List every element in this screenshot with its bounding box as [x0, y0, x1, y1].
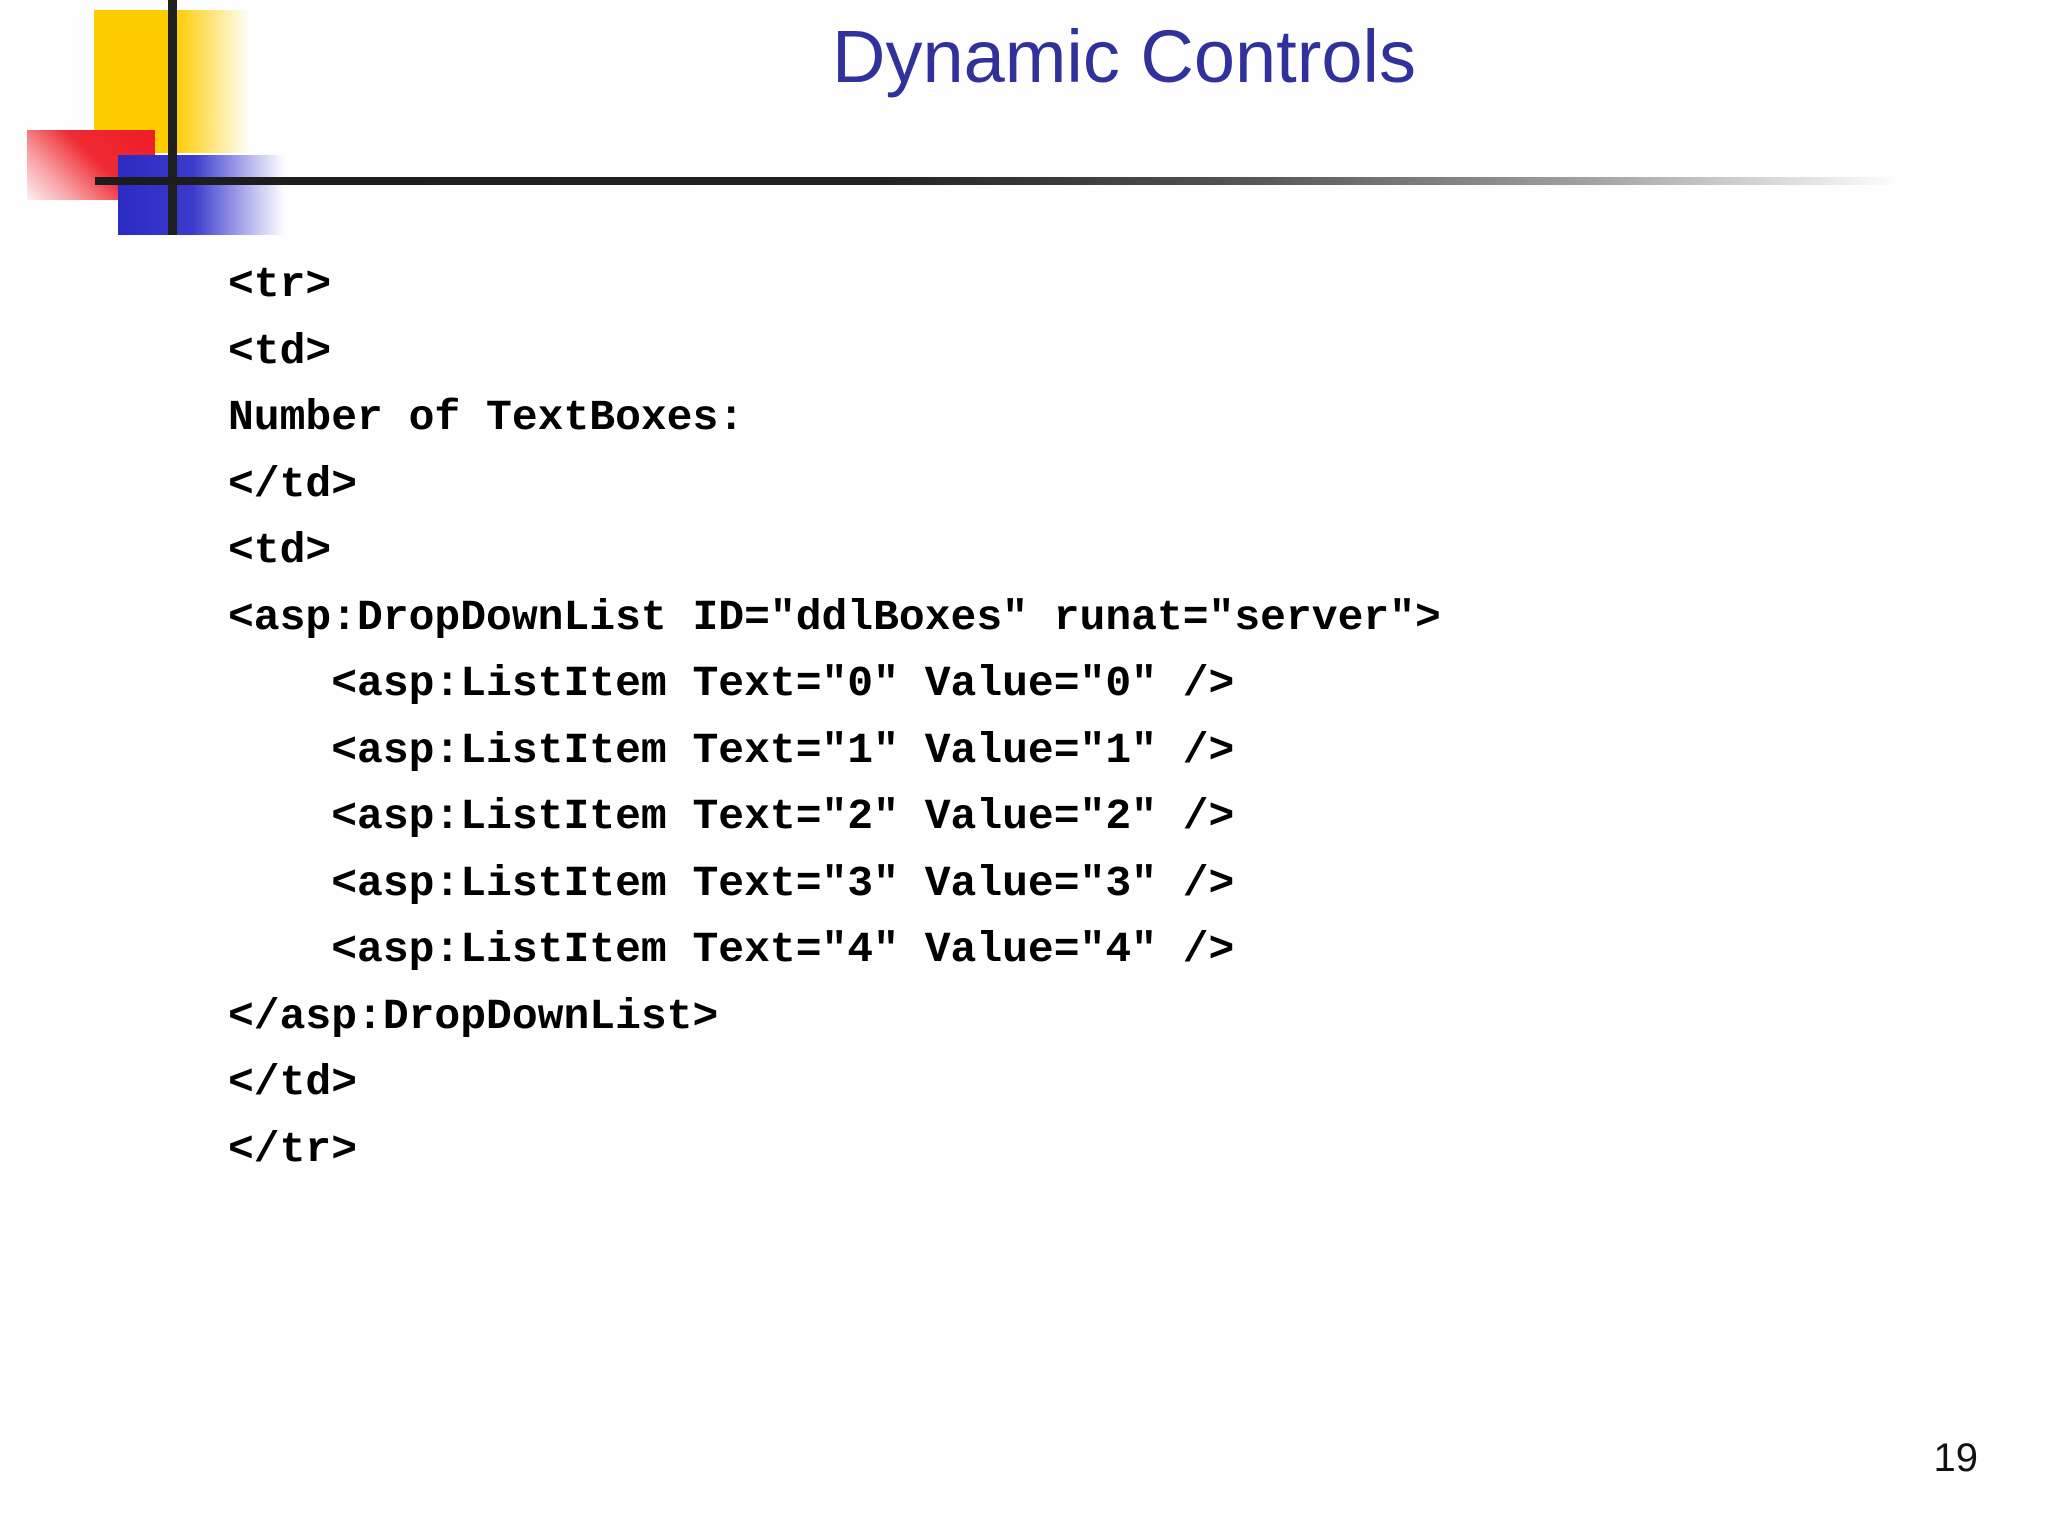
- code-line: <asp:ListItem Text="3" Value="3" />: [228, 858, 1235, 908]
- code-line: Number of TextBoxes:: [228, 393, 745, 442]
- code-line: <td>: [228, 526, 332, 575]
- page-number: 19: [1933, 1436, 1979, 1480]
- slide-title: Dynamic Controls: [832, 15, 1416, 98]
- code-line: </tr>: [228, 1124, 358, 1174]
- logo-blue-square: [118, 155, 285, 235]
- code-line: <td>: [228, 326, 332, 376]
- code-line: </td>: [228, 1058, 358, 1107]
- code-block: <tr> <td> Number of TextBoxes: </td> <td…: [228, 252, 1441, 1183]
- code-line: </td>: [228, 459, 358, 509]
- code-line: <asp:DropDownList ID="ddlBoxes" runat="s…: [228, 592, 1441, 642]
- logo-vertical-line: [168, 0, 177, 235]
- code-line: </asp:DropDownList>: [228, 991, 719, 1041]
- title-divider-line: [95, 177, 1955, 185]
- code-line: <asp:ListItem Text="4" Value="4" />: [228, 925, 1235, 974]
- code-line: <asp:ListItem Text="0" Value="0" />: [228, 659, 1235, 708]
- code-line: <tr>: [228, 260, 332, 309]
- code-line: <asp:ListItem Text="1" Value="1" />: [228, 725, 1235, 775]
- code-line: <asp:ListItem Text="2" Value="2" />: [228, 792, 1235, 841]
